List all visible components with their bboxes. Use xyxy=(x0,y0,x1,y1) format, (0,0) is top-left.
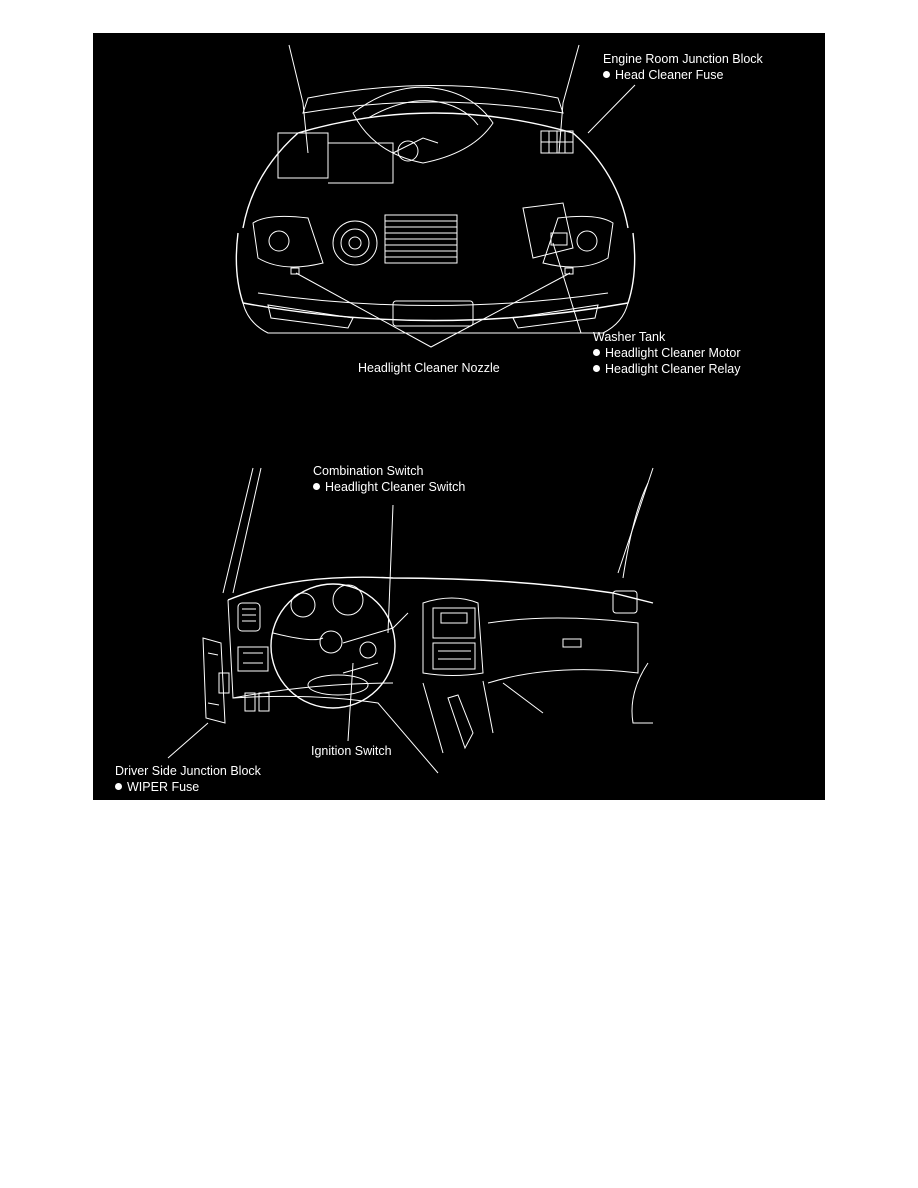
dashboard-drawing xyxy=(202,467,654,774)
callout-washer-tank: Washer Tank Headlight Cleaner Motor Head… xyxy=(593,329,741,377)
callout-item: Head Cleaner Fuse xyxy=(603,67,763,83)
callout-title: Ignition Switch xyxy=(311,744,392,758)
callout-title: Engine Room Junction Block xyxy=(603,52,763,66)
callout-title: Headlight Cleaner Nozzle xyxy=(358,361,500,375)
callout-headlight-cleaner-nozzle: Headlight Cleaner Nozzle xyxy=(358,360,500,376)
callout-ignition-switch: Ignition Switch xyxy=(311,743,392,759)
callout-title: Combination Switch xyxy=(313,464,424,478)
callout-driver-side-junction-block: Driver Side Junction Block WIPER Fuse xyxy=(115,763,261,795)
callout-engine-room-junction-block: Engine Room Junction Block Head Cleaner … xyxy=(603,51,763,83)
callout-item: Headlight Cleaner Switch xyxy=(313,479,465,495)
callout-title: Washer Tank xyxy=(593,330,666,344)
line-art-drawing xyxy=(167,44,654,774)
callout-item: Headlight Cleaner Motor xyxy=(593,345,741,361)
engine-bay-drawing xyxy=(235,44,636,334)
callout-title: Driver Side Junction Block xyxy=(115,764,261,778)
callout-item: Headlight Cleaner Relay xyxy=(593,361,741,377)
dashboard-leader-lines xyxy=(167,504,394,759)
engine-leader-lines xyxy=(295,84,636,348)
callout-item: WIPER Fuse xyxy=(115,779,261,795)
callout-combination-switch: Combination Switch Headlight Cleaner Swi… xyxy=(313,463,465,495)
component-location-diagram: Engine Room Junction Block Head Cleaner … xyxy=(93,33,825,800)
